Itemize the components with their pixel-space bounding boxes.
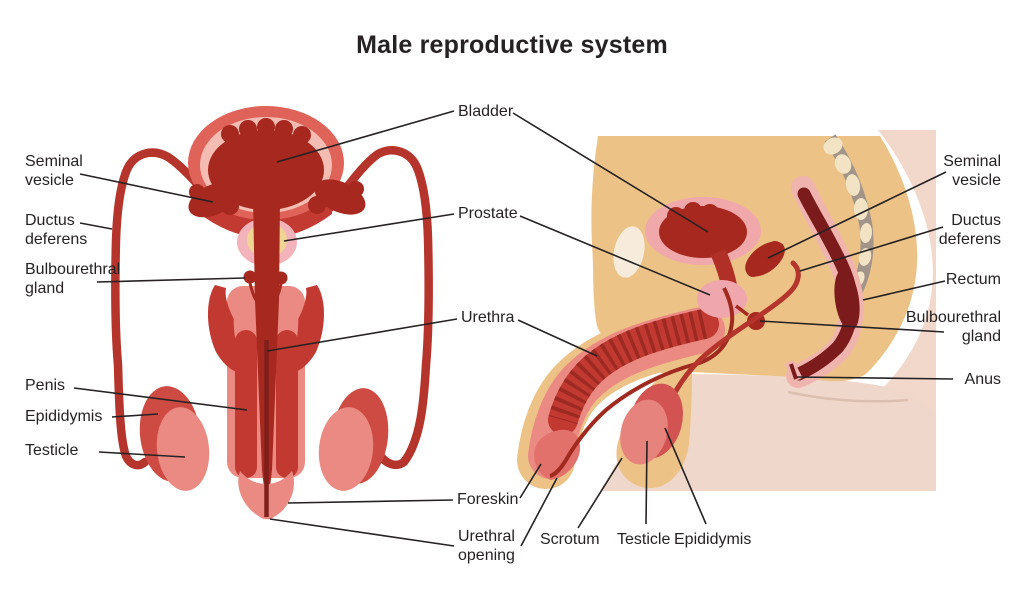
leader-foreskin-side [519,463,542,499]
label-testicle-side: Testicle [617,531,671,548]
corpus-cavernosum-right-front [276,330,298,478]
leader-foreskin-front [287,499,454,504]
leader-prostate-front [283,213,455,242]
leader-urethral-opening-front [269,518,455,547]
leader-epididymis-left [111,413,159,418]
leader-penis [73,387,248,411]
label-penis: Penis [25,377,66,394]
leader-prostate-side [519,215,711,296]
seminal-vesicle-left-front [188,182,239,218]
label-epididymis-left: Epididymis [25,408,103,425]
seminal-vesicle-right-front [308,179,366,215]
bladder-side-interior [659,202,747,258]
label-foreskin: Foreskin [457,491,519,508]
leader-ductus-deferens-right [799,226,944,272]
leader-seminal-vesicle-left [79,173,214,203]
buttock-crease-line [787,390,909,403]
leader-seminal-vesicle-right [767,171,947,259]
leader-rectum [862,280,946,301]
leader-testicle-side [645,440,648,525]
testicle-left-front [156,407,210,491]
leader-epididymis-side [664,427,707,525]
corpus-cavernosum-left-front [235,330,257,478]
label-anus: Anus [964,371,1001,388]
leader-testicle-left [98,451,186,458]
rectum [786,176,864,388]
leader-bulbourethral-left [96,277,246,283]
crus-left-front [207,285,240,373]
back-skin-outline [820,130,936,442]
side-view-illustration [517,130,936,491]
label-bladder: Bladder [458,103,514,120]
leader-bulbourethral-right [759,320,945,333]
label-rectum: Rectum [945,271,1001,288]
testicle-right-front [318,407,374,491]
label-urethral-opening: Urethral opening [458,528,515,564]
seminal-vesicle-side [745,241,785,277]
glans-side [534,429,581,480]
leader-urethra-front [266,318,458,352]
leader-scrotum [577,457,623,529]
leader-anus [796,376,954,380]
ductus-deferens-right-front [325,146,433,470]
page-title: Male reproductive system [356,31,668,59]
front-view-illustration [111,106,433,520]
penis-side [517,303,729,489]
label-epididymis-side: Epididymis [674,531,752,548]
leader-urethra-side [517,319,598,357]
leader-bladder-front [276,110,455,163]
label-seminal-vesicle-right: Seminal vesicle [943,153,1001,189]
label-ductus-deferens-left: Ductus deferens [25,212,88,248]
crus-right-front [292,285,325,373]
leader-lines [73,110,954,547]
anus-mark [784,359,803,383]
leader-bladder-side [512,112,709,233]
label-urethra: Urethra [461,309,515,326]
label-bulbourethral-left: Bulbourethral gland [25,261,121,297]
label-scrotum: Scrotum [540,531,600,548]
bulbourethral-glands-front [243,270,288,305]
label-testicle-left: Testicle [25,442,79,459]
bladder-front-interior [208,118,324,210]
label-seminal-vesicle-left: Seminal vesicle [25,153,83,189]
leader-urethral-opening-side [520,477,558,547]
ductus-deferens-side [661,260,801,417]
label-bulbourethral-right: Bulbourethral gland [905,309,1001,345]
testicle-side-shape [620,399,668,465]
label-ductus-deferens-right: Ductus deferens [938,212,1001,248]
leader-ductus-deferens-left [79,222,113,230]
label-prostate: Prostate [458,205,518,222]
urethra-side [549,287,735,478]
prostate-side [697,280,747,318]
